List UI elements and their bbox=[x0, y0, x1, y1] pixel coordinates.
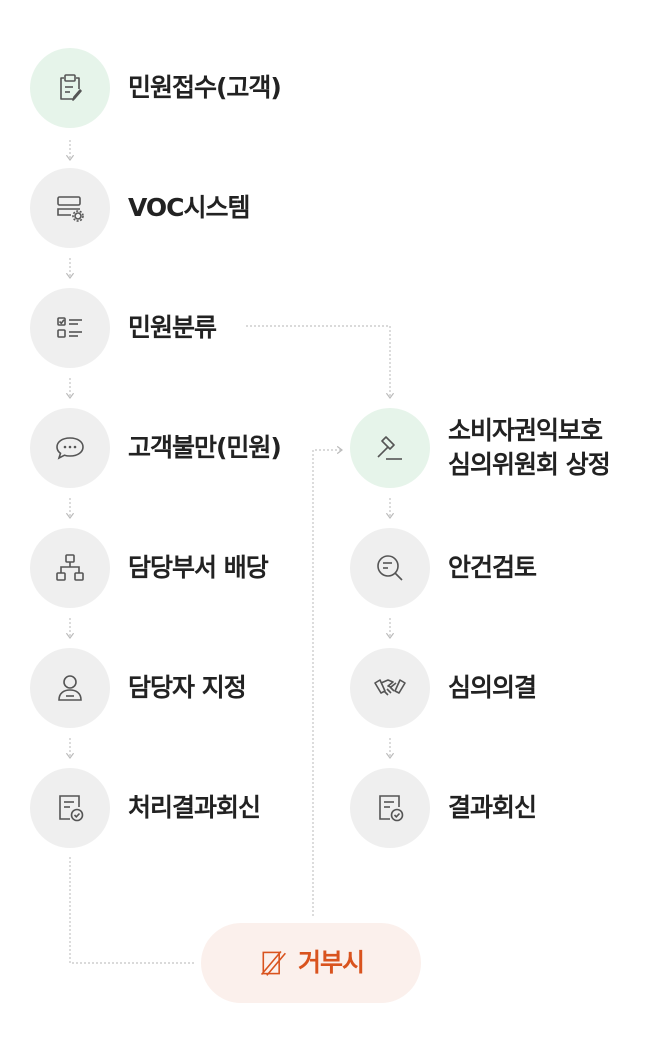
step-label: 담당부서 배당 bbox=[128, 553, 269, 582]
checklist-icon bbox=[57, 317, 82, 338]
step-label: 담당자 지정 bbox=[128, 673, 247, 702]
reject-pill: 거부시 bbox=[201, 923, 421, 1003]
step-deliberation: 심의의결 bbox=[350, 648, 537, 728]
step-person-designation: 담당자 지정 bbox=[30, 648, 247, 728]
step-result-reply: 처리결과회신 bbox=[30, 768, 261, 848]
step-label-line1: 소비자권익보호 bbox=[448, 416, 603, 445]
step-label: 고객불만(민원) bbox=[128, 433, 282, 462]
step-complaint-receipt: 민원접수(고객) bbox=[30, 48, 282, 128]
step-result-reply-committee: 결과회신 bbox=[350, 768, 537, 848]
document-check-icon bbox=[59, 795, 84, 822]
step-label: 민원분류 bbox=[128, 313, 217, 342]
step-circle bbox=[30, 48, 110, 128]
step-label: 안건검토 bbox=[448, 553, 537, 582]
gavel-icon bbox=[377, 436, 402, 460]
step-agenda-review: 안건검토 bbox=[350, 528, 537, 608]
handshake-icon bbox=[374, 679, 406, 696]
step-department-assignment: 담당부서 배당 bbox=[30, 528, 269, 608]
step-complaint-classification: 민원분류 bbox=[30, 288, 217, 368]
document-check-icon bbox=[379, 795, 404, 822]
step-circle bbox=[30, 408, 110, 488]
step-circle bbox=[30, 168, 110, 248]
step-circle bbox=[350, 768, 430, 848]
step-label: 민원접수(고객) bbox=[128, 73, 282, 102]
step-label: 결과회신 bbox=[448, 793, 537, 822]
reject-label: 거부시 bbox=[297, 948, 365, 977]
step-circle bbox=[350, 408, 430, 488]
step-customer-complaint: 고객불만(민원) bbox=[30, 408, 282, 488]
step-committee-submission: 소비자권익보호 심의위원회 상정 bbox=[350, 408, 611, 488]
org-chart-icon bbox=[56, 554, 84, 581]
speech-bubble-icon bbox=[56, 437, 84, 460]
step-voc-system: VOC시스템 bbox=[30, 168, 251, 248]
slash-box-icon bbox=[260, 951, 286, 976]
clipboard-edit-icon bbox=[60, 74, 82, 101]
server-settings-icon bbox=[57, 196, 84, 222]
step-label-line2: 심의위원회 상정 bbox=[448, 450, 611, 479]
step-circle bbox=[30, 768, 110, 848]
step-label: VOC시스템 bbox=[128, 193, 251, 222]
step-circle bbox=[30, 528, 110, 608]
step-circle bbox=[30, 648, 110, 728]
step-label: 소비자권익보호 심의위원회 상정 bbox=[448, 414, 611, 482]
step-label: 처리결과회신 bbox=[128, 793, 261, 822]
search-document-icon bbox=[377, 555, 403, 581]
person-icon bbox=[58, 675, 82, 701]
step-label: 심의의결 bbox=[448, 673, 537, 702]
step-circle bbox=[30, 288, 110, 368]
step-circle bbox=[350, 648, 430, 728]
step-circle bbox=[350, 528, 430, 608]
